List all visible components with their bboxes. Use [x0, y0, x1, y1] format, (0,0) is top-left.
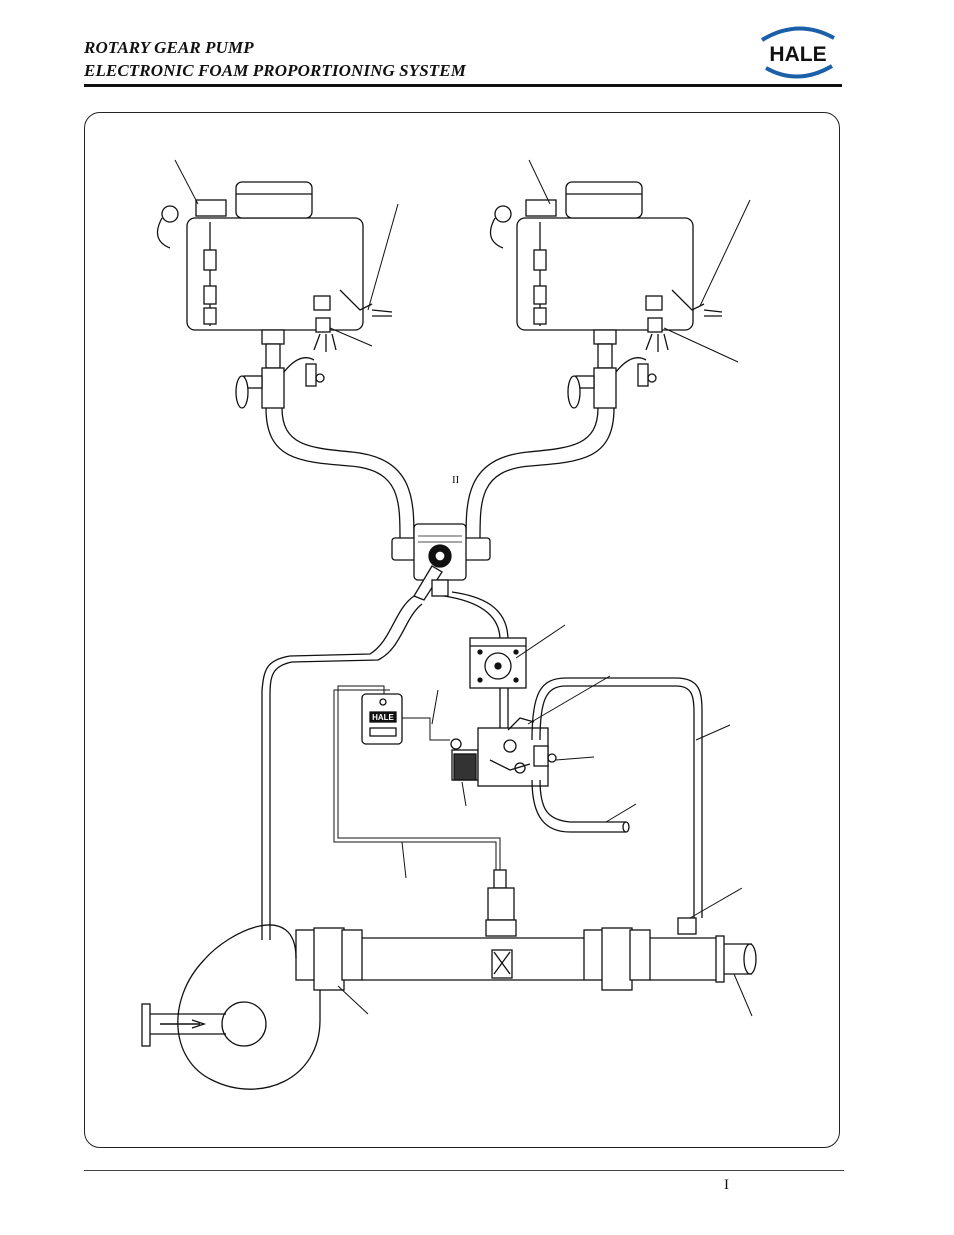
display-text: HALE: [372, 713, 394, 722]
main-fire-pump: [141, 924, 321, 1090]
document-header: ROTARY GEAR PUMP ELECTRONIC FOAM PROPORT…: [84, 36, 466, 82]
header-title-line2: ELECTRONIC FOAM PROPORTIONING SYSTEM: [84, 61, 466, 80]
logo-text: HALE: [769, 43, 826, 66]
tank-supply-hoses: [265, 407, 615, 541]
bypass-line: [531, 779, 630, 833]
footer-rule: [84, 1170, 844, 1171]
right-foam-tank: [489, 181, 723, 409]
hale-logo: HALE: [760, 26, 835, 79]
callout-leaders: [174, 159, 753, 1017]
foam-pump-assembly: [450, 717, 557, 787]
figure-frame: [84, 112, 840, 1148]
left-foam-tank: [156, 181, 393, 409]
flush-line: [261, 595, 423, 940]
center-label: II: [452, 474, 460, 486]
sensor-cable: [333, 685, 501, 870]
main-discharge-pipe: [295, 917, 757, 991]
control-display-unit: HALE: [361, 693, 403, 745]
tank-selector-valve: [391, 523, 491, 601]
flowmeter: [485, 869, 517, 979]
foam-discharge-loop: [531, 677, 703, 918]
page-number: I: [724, 1177, 729, 1193]
motor-driver-box: [469, 637, 527, 689]
header-rule: [84, 84, 842, 87]
header-title-line1: ROTARY GEAR PUMP: [84, 38, 254, 57]
